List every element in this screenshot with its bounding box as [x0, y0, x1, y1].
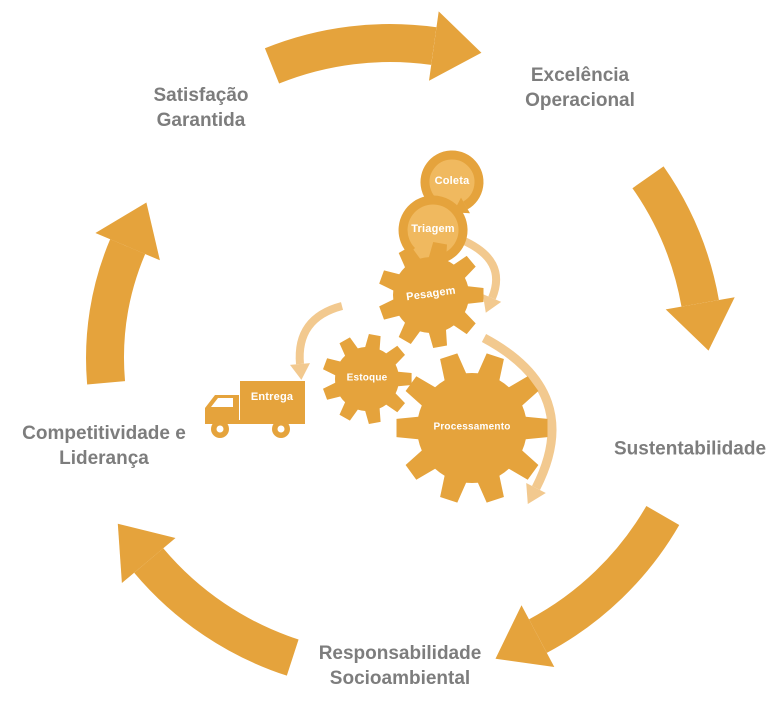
cycle-arrow-bottom-left-head — [117, 523, 176, 583]
truck-wheel-front-hub — [216, 425, 224, 433]
label-line: Satisfação — [153, 84, 249, 106]
label-line: Sustentabilidade — [613, 438, 767, 460]
label-line: Socioambiental — [329, 668, 471, 689]
gear-processamento — [396, 353, 548, 503]
truck-icon — [205, 381, 305, 438]
label-line: Operacional — [525, 90, 635, 111]
cycle-arrow-left — [86, 239, 146, 385]
step-label-coleta: Coleta — [434, 175, 470, 187]
connector-pesagem-entrega — [295, 302, 344, 365]
label-competitividade-lideranca: Competitividade e Liderança — [22, 421, 186, 471]
label-line: Competitividade e — [22, 422, 186, 444]
coleta-cycle-arrow — [420, 150, 484, 211]
label-excelencia-operacional: Excelência Operacional — [525, 63, 635, 113]
cycle-arrow-top-head — [429, 11, 482, 81]
label-satisfacao-garantida: Satisfação Garantida — [153, 83, 248, 133]
connector-processamento-cycle-head — [526, 483, 546, 504]
truck-cargo-box — [240, 381, 305, 422]
label-line: Liderança — [59, 448, 149, 469]
cycle-arrow-bottom-right — [528, 505, 680, 653]
label-line: Garantida — [156, 110, 246, 131]
cycle-arrow-right-head — [665, 297, 735, 351]
step-label-estoque: Estoque — [346, 372, 388, 384]
triagem-cycle-arrow — [398, 195, 468, 264]
cycle-arrow-bottom-left — [134, 548, 299, 676]
step-label-entrega: Entrega — [250, 391, 294, 403]
label-line: Responsabilidade — [318, 642, 482, 664]
triagem-circle-bg — [399, 196, 467, 264]
label-responsabilidade-socioambiental: Responsabilidade Socioambiental — [319, 641, 482, 691]
step-label-triagem: Triagem — [411, 223, 455, 235]
truck-chassis — [205, 420, 305, 424]
connector-triagem-pesagem — [460, 236, 501, 300]
cycle-arrow-left-head — [95, 202, 160, 261]
cycle-arrow-top — [264, 24, 437, 84]
connector-processamento-cycle — [481, 334, 557, 491]
gear-pesagem — [379, 242, 484, 348]
cycle-arrow-bottom-right-head — [495, 605, 555, 667]
truck-wheel-rear-hub — [277, 425, 285, 433]
connector-pesagem-entrega-head — [290, 363, 310, 380]
label-line: Excelência — [530, 64, 630, 86]
truck-window — [211, 398, 233, 407]
label-sustentabilidade: Sustentabilidade — [614, 436, 766, 461]
cycle-arrow-right — [632, 166, 719, 307]
gear-estoque — [323, 334, 412, 424]
step-label-processamento: Processamento — [433, 421, 511, 433]
connector-triagem-pesagem-head — [482, 294, 502, 313]
